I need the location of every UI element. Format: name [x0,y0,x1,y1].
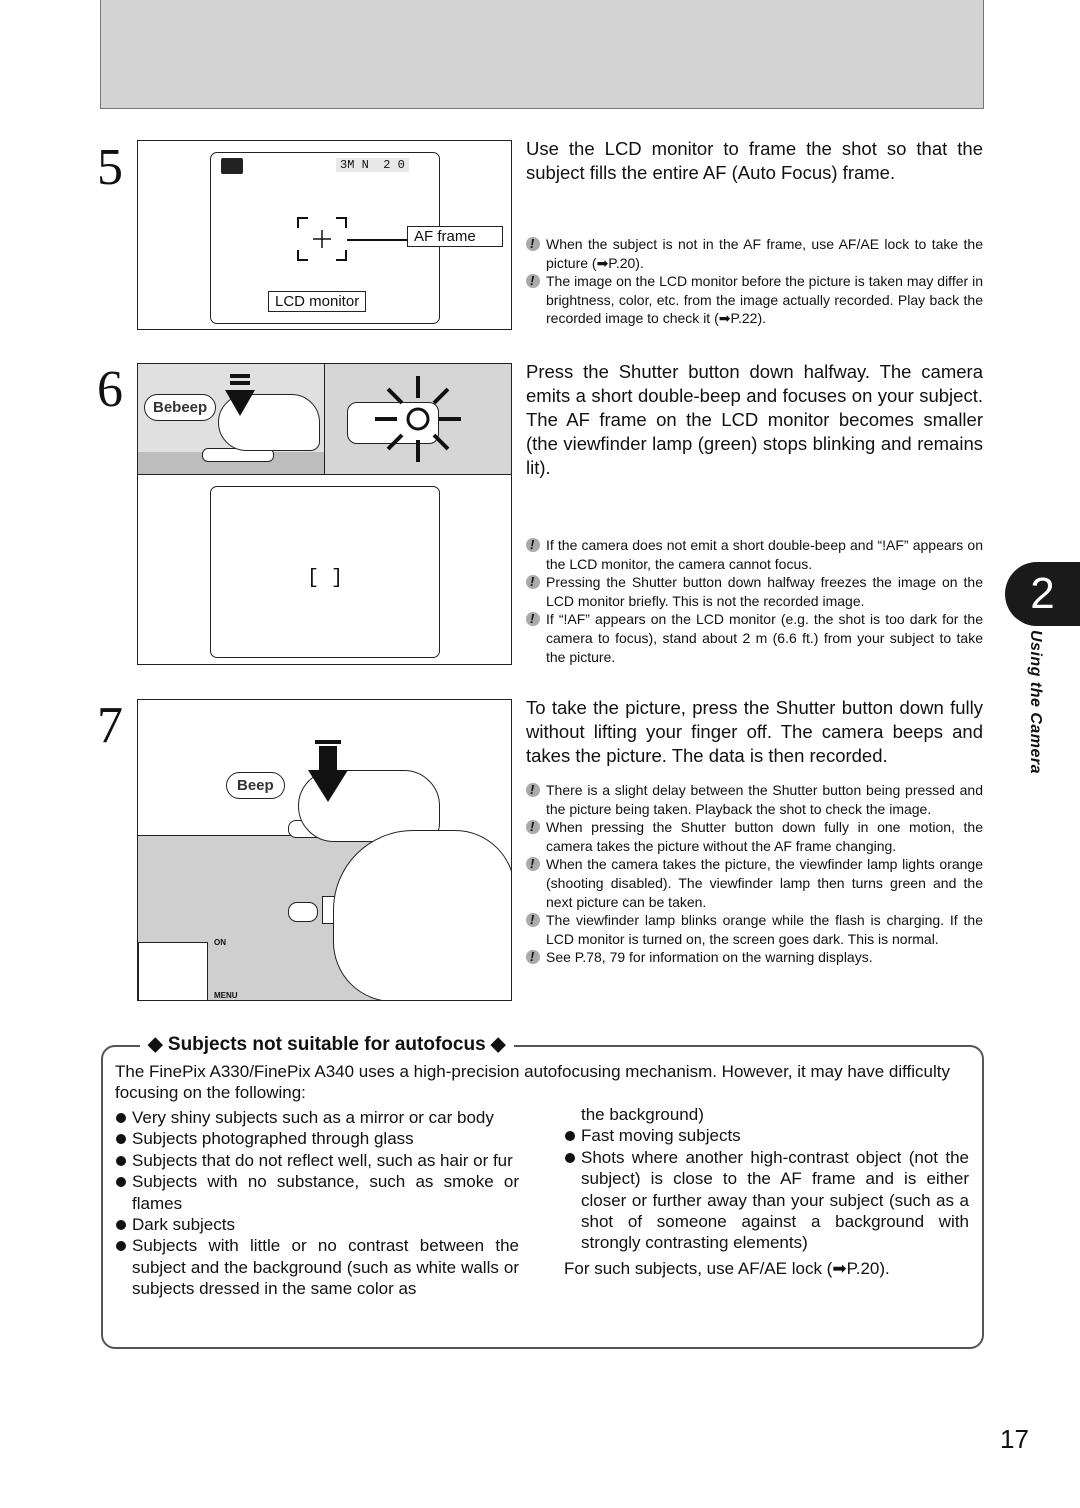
panel-right-list: the background) Fast moving subjects Sho… [564,1104,969,1279]
panel-footer: For such subjects, use AF/AE lock (➡P.20… [564,1258,890,1278]
press-arrow-icon [225,374,255,416]
lcd-screen-focused: [ ] [210,486,440,658]
note: If “!AF” appears on the LCD monitor (e.g… [526,610,983,666]
finger [218,394,320,451]
header-box [100,0,984,109]
note: The image on the LCD monitor before the … [526,272,983,328]
list-item: Shots where another high-contrast object… [564,1147,969,1254]
camera-mode-icon [221,158,243,174]
note-icon [526,948,540,967]
note-icon [526,235,540,254]
playback-on-label: ON [214,938,226,947]
step-5-text: Use the LCD monitor to frame the shot so… [526,138,983,183]
panel-left-list: Very shiny subjects such as a mirror or … [115,1107,519,1300]
af-frame-small: [ ] [307,567,344,590]
list-item: Subjects with little or no contrast betw… [115,1235,519,1299]
press-arrow-icon [308,740,348,802]
list-item: Dark subjects [115,1214,519,1235]
note: If the camera does not emit a short doub… [526,536,983,573]
step-7-number: 7 [97,697,123,754]
list-item: Subjects with no substance, such as smok… [115,1171,519,1214]
chapter-tab: 2 [1005,562,1080,626]
step-6-number: 6 [97,361,123,418]
step-5-number: 5 [97,139,123,196]
note-icon [526,610,540,629]
list-item: Subjects photographed through glass [115,1128,519,1149]
step-7-text: To take the picture, press the Shutter b… [526,697,983,766]
step-6-notes: If the camera does not emit a short doub… [526,536,983,666]
lcd-monitor-label: LCD monitor [268,291,367,312]
hand [333,830,511,1000]
panel-title: ◆ Subjects not suitable for autofocus ◆ [140,1033,514,1056]
step-6-illustration: Bebeep [ ] [137,363,512,665]
step-5-illustration: 3M N 2 0 AF frame LCD monitor [137,140,512,330]
note: When pressing the Shutter button down fu… [526,818,983,855]
panel-intro: The FinePix A330/FinePix A340 uses a hig… [115,1062,951,1103]
macro-button [288,902,318,922]
note-icon [526,781,540,800]
page-number: 17 [1000,1424,1029,1454]
shutter-press-image: Bebeep [138,364,325,475]
list-item: Very shiny subjects such as a mirror or … [115,1107,519,1128]
note-icon [526,818,540,837]
note: See P.78, 79 for information on the warn… [526,948,983,967]
note: Pressing the Shutter button down halfway… [526,573,983,610]
speech-bubble: Beep [226,772,285,799]
step-7-notes: There is a slight delay between the Shut… [526,781,983,967]
autofocus-panel [101,1045,984,1349]
af-frame-icon [297,217,347,261]
step-5-notes: When the subject is not in the AF frame,… [526,235,983,328]
af-frame-label: AF frame [407,226,503,247]
note-icon [526,573,540,592]
list-item: Subjects that do not reflect well, such … [115,1150,519,1171]
chapter-label: Using the Camera [1027,630,1044,775]
lamp-lit-icon [375,376,461,462]
note-icon [526,911,540,930]
lcd-monitor [138,942,208,1000]
note: There is a slight delay between the Shut… [526,781,983,818]
note: The viewfinder lamp blinks orange while … [526,911,983,948]
note: When the camera takes the picture, the v… [526,855,983,911]
speech-bubble: Bebeep [144,394,217,421]
menu-label: MENU [214,991,238,1000]
lcd-indicator: 3M N 2 0 [336,158,409,172]
list-item: Fast moving subjects [564,1125,969,1146]
note-icon [526,855,540,874]
viewfinder-image [325,364,511,475]
note-icon [526,536,540,555]
step-6-text: Press the Shutter button down halfway. T… [526,361,983,478]
list-continuation: the background) [581,1105,704,1124]
note-icon [526,272,540,291]
note: When the subject is not in the AF frame,… [526,235,983,272]
step-7-illustration: ON MENU Beep [137,699,512,1001]
af-pointer-line [347,239,407,241]
